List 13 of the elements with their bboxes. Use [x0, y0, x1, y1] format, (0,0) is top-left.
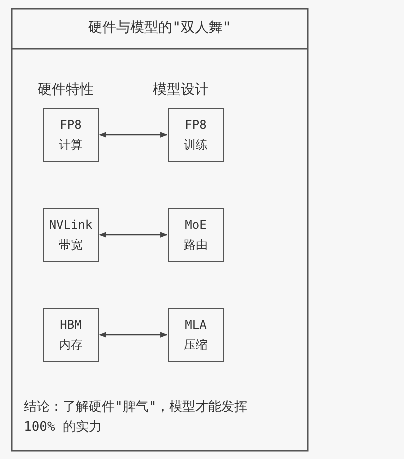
- column-heading: 模型设计: [153, 81, 209, 100]
- title: 硬件与模型的"双人舞": [88, 19, 232, 38]
- process-box: HBM 内存: [43, 308, 99, 362]
- process-box: MoE 路由: [168, 208, 224, 262]
- double-arrow: [99, 332, 168, 338]
- process-box: MLA 压缩: [168, 308, 224, 362]
- conclusion-text: 结论：了解硬件"脾气"，模型才能发挥100% 的实力: [24, 399, 249, 437]
- process-box: FP8 计算: [43, 108, 99, 162]
- double-arrow: [99, 132, 168, 138]
- double-arrow: [99, 232, 168, 238]
- process-box: FP8 训练: [168, 108, 224, 162]
- column-heading: 硬件特性: [38, 81, 94, 100]
- process-box: NVLink 带宽: [43, 208, 99, 262]
